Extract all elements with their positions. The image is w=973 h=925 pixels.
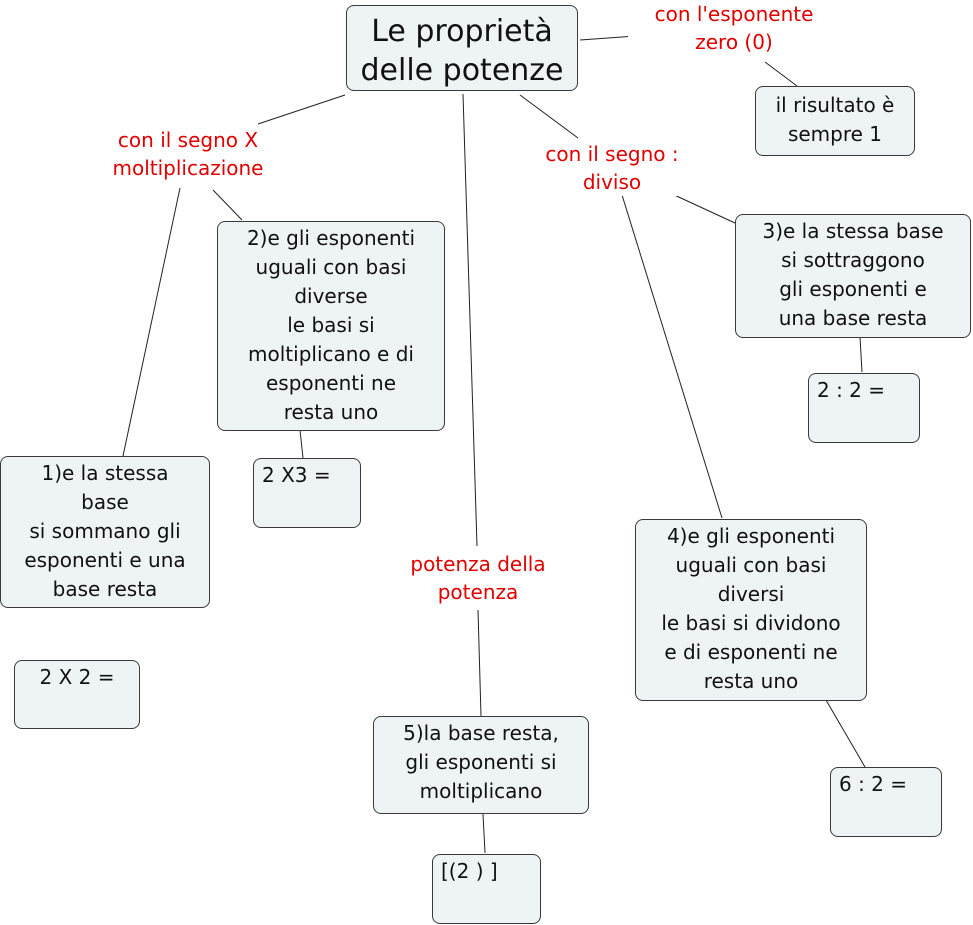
main-topic: Le proprietà delle potenze xyxy=(346,5,578,91)
example-box-5: [(2 ) ] xyxy=(432,854,541,924)
concept-div-same-base: 3)e la stessa base si sottraggono gli es… xyxy=(735,214,971,338)
example-box-2: 2 X3 = xyxy=(253,458,361,528)
link-label-division: con il segno : diviso xyxy=(524,140,700,196)
concept-div-same-exponent: 4)e gli esponenti uguali con basi divers… xyxy=(635,519,867,701)
link-label-power-of-power: potenza della potenza xyxy=(392,550,564,608)
example-box-1: 2 X 2 = xyxy=(14,660,140,729)
concept-power-rule: 5)la base resta, gli esponenti si moltip… xyxy=(373,716,589,814)
example-box-4: 6 : 2 = xyxy=(830,767,942,837)
link-label-zero-exponent: con l'esponente zero (0) xyxy=(628,0,840,56)
link-label-multiplication: con il segno X moltiplicazione xyxy=(92,126,284,184)
concept-mult-same-exponent: 2)e gli esponenti uguali con basi divers… xyxy=(217,221,445,431)
concept-zero-result: il risultato è sempre 1 xyxy=(755,86,915,156)
example-box-3: 2 : 2 = xyxy=(808,373,920,443)
concept-mult-same-base: 1)e la stessa base si sommano gli espone… xyxy=(0,456,210,608)
